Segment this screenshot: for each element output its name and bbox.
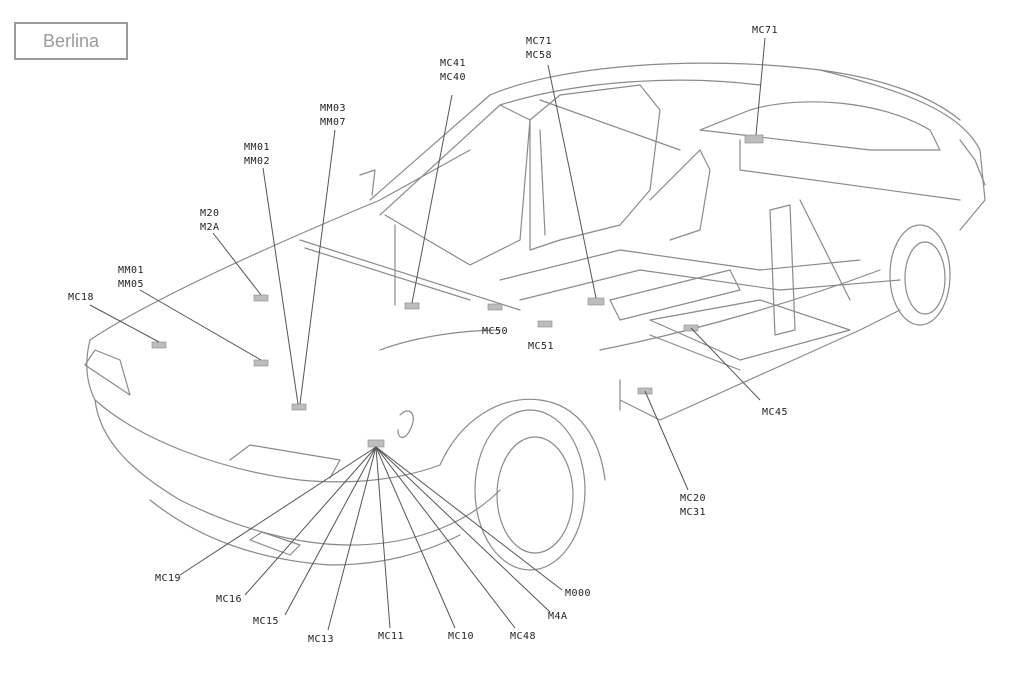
- label-mc40: MC40: [440, 72, 466, 83]
- label-mc18: MC18: [68, 292, 94, 303]
- label-mc58: MC58: [526, 50, 552, 61]
- sensor-mm01: [253, 359, 269, 367]
- label-m20: M20: [200, 208, 220, 219]
- label-mc19: MC19: [155, 573, 181, 584]
- model-label: Berlina: [42, 30, 100, 51]
- label-mm03: MM03: [320, 103, 346, 114]
- label-m2a: M2A: [200, 222, 220, 233]
- sensor-labels: MM03 MM07 MM01 MM02 M20 M2A MM01 MM05 MC…: [68, 25, 788, 645]
- sensor-mc51: [537, 320, 553, 328]
- sensor-mm03: [291, 403, 307, 411]
- label-m000: M000: [565, 588, 591, 599]
- label-mc13: MC13: [308, 634, 334, 645]
- sensor-mc71-rear: [744, 134, 764, 144]
- sensor-front-cluster: [367, 439, 385, 448]
- label-mc50: MC50: [482, 326, 508, 337]
- sensor-mc50: [487, 303, 503, 311]
- label-mm01: MM01: [244, 142, 270, 153]
- label-mc11: MC11: [378, 631, 404, 642]
- label-m4a: M4A: [548, 611, 568, 622]
- label-mc15: MC15: [253, 616, 279, 627]
- sensor-mc41: [404, 302, 420, 310]
- sensor-markers: [151, 134, 764, 448]
- label-mm02: MM02: [244, 156, 270, 167]
- label-mc45: MC45: [762, 407, 788, 418]
- model-label-box: Berlina: [14, 22, 128, 60]
- car-body-outline: [84, 62, 986, 571]
- label-mc51: MC51: [528, 341, 554, 352]
- label-mc16: MC16: [216, 594, 242, 605]
- label-mc20: MC20: [680, 493, 706, 504]
- label-mc48: MC48: [510, 631, 536, 642]
- sensor-m20: [253, 294, 269, 302]
- sensor-mc18: [151, 341, 167, 349]
- label-mc41: MC41: [440, 58, 466, 69]
- sensor-mc71: [587, 297, 605, 306]
- leader-lines: [89, 37, 766, 631]
- label-mm01-front: MM01: [118, 265, 144, 276]
- label-mc31: MC31: [680, 507, 706, 518]
- label-mc71-rear: MC71: [752, 25, 778, 36]
- label-mc10: MC10: [448, 631, 474, 642]
- label-mc71: MC71: [526, 36, 552, 47]
- label-mm07: MM07: [320, 117, 346, 128]
- label-mm05: MM05: [118, 279, 144, 290]
